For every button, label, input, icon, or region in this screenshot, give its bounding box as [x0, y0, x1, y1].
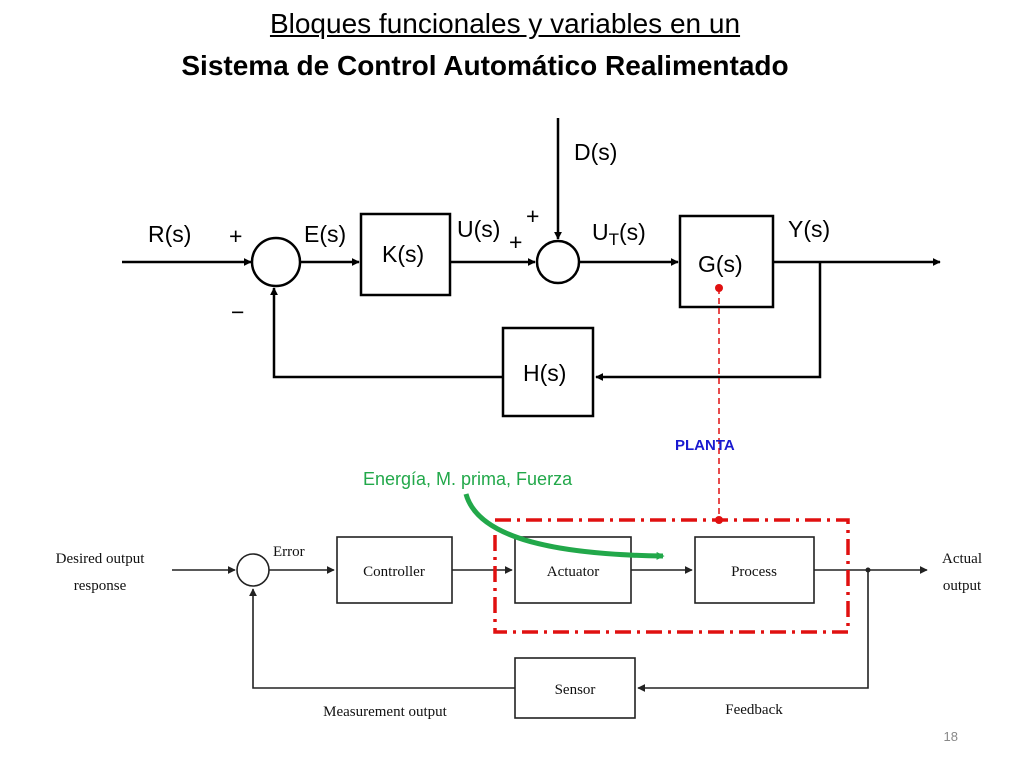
label-reference: R(s)	[148, 221, 191, 247]
block-k-label: K(s)	[382, 241, 424, 267]
planta-dashed-box	[493, 518, 850, 634]
summer-2	[535, 239, 581, 285]
label-total-input-prefix: U	[592, 219, 609, 245]
actuator-label: Actuator	[547, 564, 599, 580]
block-h-label: H(s)	[523, 360, 566, 386]
top-diagram	[122, 118, 941, 418]
summer2-plus-left: +	[509, 229, 522, 255]
slide-title-line1: Bloques funcionales y variables en un	[269, 8, 741, 39]
planta-label: PLANTA	[675, 437, 735, 454]
label-control: U(s)	[457, 216, 500, 242]
desired-output-line2: response	[74, 578, 127, 594]
line-feedback-to-h	[595, 262, 822, 381]
actual-output-line1: Actual	[942, 551, 982, 567]
energia-label: Energía, M. prima, Fuerza	[363, 469, 573, 489]
line-feedback-to-summer	[270, 287, 503, 379]
controller-block	[336, 536, 453, 604]
sensor-label: Sensor	[555, 682, 596, 698]
error-label: Error	[273, 544, 305, 560]
feedback-label: Feedback	[725, 702, 783, 718]
summer1-plus: +	[229, 223, 242, 249]
summer2-plus-top: +	[526, 203, 539, 229]
bottom-summer	[236, 553, 270, 587]
label-total-input: UT(s)	[592, 219, 646, 249]
block-g-label: G(s)	[698, 251, 743, 277]
label-total-input-suffix: (s)	[619, 219, 646, 245]
bottom-diagram	[172, 536, 928, 719]
label-output: Y(s)	[788, 216, 830, 242]
label-disturbance: D(s)	[574, 139, 617, 165]
actual-output-line2: output	[943, 578, 982, 594]
label-error: E(s)	[304, 221, 346, 247]
label-total-input-sub: T	[609, 230, 619, 249]
sensor-block	[514, 657, 636, 719]
feedback-block-h	[501, 326, 595, 418]
output-junction	[865, 567, 871, 573]
summer1-minus: −	[231, 299, 244, 325]
page-number: 18	[944, 729, 958, 744]
green-curved-arrow	[463, 493, 665, 560]
line-measurement	[249, 588, 515, 689]
planta-connector	[715, 284, 723, 524]
summer-1	[250, 236, 302, 288]
controller-block-k	[359, 212, 452, 297]
measurement-output-label: Measurement output	[323, 704, 448, 720]
line-feedback-to-sensor	[637, 570, 869, 692]
slide-title-line2: Sistema de Control Automático Realimenta…	[181, 50, 789, 81]
desired-output-line1: Desired output	[56, 551, 146, 567]
process-label: Process	[731, 564, 777, 580]
controller-label: Controller	[363, 564, 425, 580]
